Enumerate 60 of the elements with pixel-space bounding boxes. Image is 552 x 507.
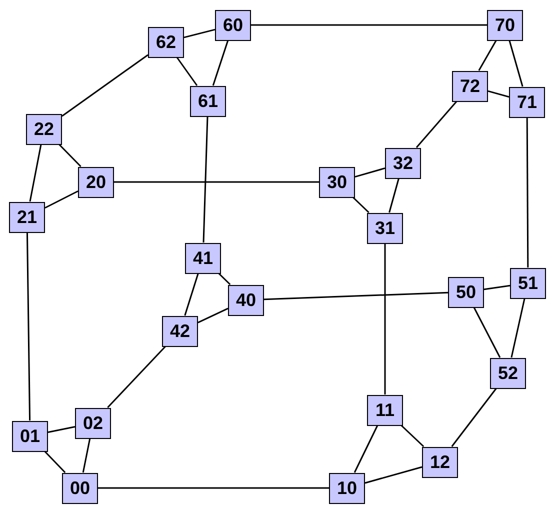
connector-line xyxy=(114,181,319,183)
connector-line xyxy=(82,438,91,473)
connector-line xyxy=(107,346,166,408)
node-box: 32 xyxy=(385,148,421,178)
connector-line xyxy=(478,40,497,71)
connector-line xyxy=(264,292,448,300)
connector-line xyxy=(384,244,386,394)
node-box: 00 xyxy=(62,472,98,504)
connector-line xyxy=(473,307,501,358)
node-box: 61 xyxy=(190,86,226,116)
node-box: 42 xyxy=(162,316,198,346)
node-box: 62 xyxy=(148,26,184,58)
node-box: 10 xyxy=(329,472,365,504)
node-box: 01 xyxy=(12,420,48,452)
node-box: 41 xyxy=(185,242,221,274)
connector-line xyxy=(510,298,526,358)
connector-line xyxy=(62,54,148,117)
connector-line xyxy=(400,424,424,448)
connector-line xyxy=(212,40,229,86)
connector-line xyxy=(388,178,400,213)
node-box: 70 xyxy=(487,10,523,40)
connector-line xyxy=(58,144,82,168)
node-box: 11 xyxy=(367,394,403,426)
connector-line xyxy=(354,167,386,178)
connector-line xyxy=(202,116,208,243)
node-box: 30 xyxy=(319,166,355,198)
connector-line xyxy=(352,196,370,214)
node-box: 50 xyxy=(448,276,484,308)
connector-line xyxy=(354,425,378,473)
node-box: 40 xyxy=(228,284,264,316)
node-box: 12 xyxy=(422,446,458,478)
connector-line xyxy=(48,426,76,434)
node-box: 31 xyxy=(367,212,403,244)
node-box: 72 xyxy=(452,70,488,102)
connector-line xyxy=(26,232,31,421)
connector-line xyxy=(176,57,198,86)
connector-line xyxy=(364,466,422,484)
connector-line xyxy=(218,272,231,286)
connector-line xyxy=(44,450,66,474)
connector-line xyxy=(251,24,487,26)
connector-line xyxy=(508,40,524,87)
connector-line xyxy=(416,101,458,148)
connector-line xyxy=(184,28,216,38)
node-box: 51 xyxy=(510,268,546,298)
node-box: 60 xyxy=(215,10,251,40)
node-box: 20 xyxy=(78,166,114,198)
connector-line xyxy=(98,487,329,489)
node-box: 21 xyxy=(9,202,45,232)
connector-line xyxy=(526,118,529,268)
connector-line xyxy=(198,308,228,324)
connector-line xyxy=(184,273,199,316)
node-box: 22 xyxy=(26,114,62,144)
connector-line xyxy=(451,388,497,447)
node-box: 52 xyxy=(490,358,526,388)
node-box: 71 xyxy=(509,86,545,118)
connector-line xyxy=(44,190,78,209)
connector-line xyxy=(488,90,510,98)
connector-line xyxy=(484,284,510,290)
connector-line xyxy=(29,144,42,202)
node-box: 02 xyxy=(75,408,111,438)
